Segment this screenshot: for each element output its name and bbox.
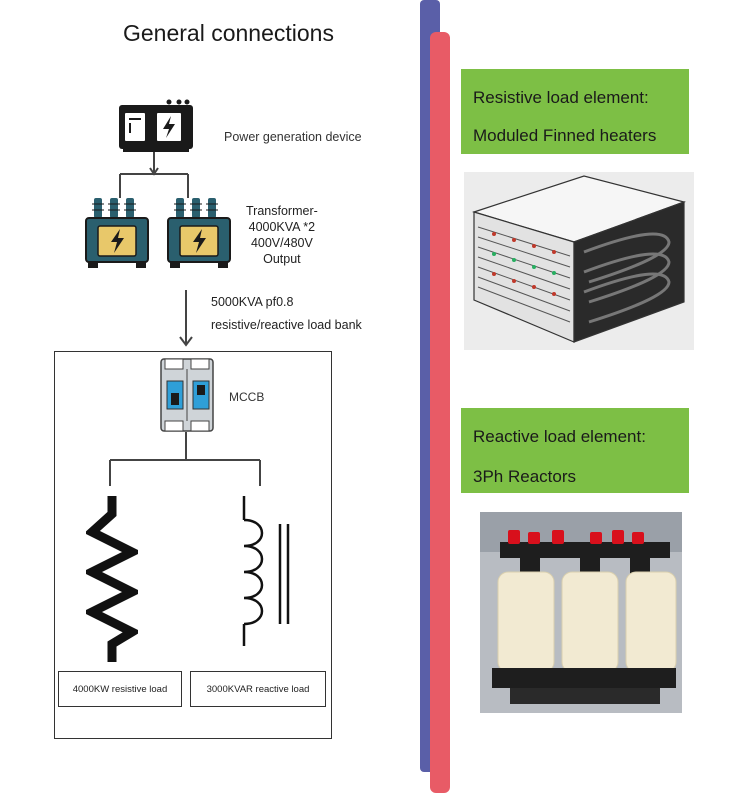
load-bank-label: 5000KVA pf0.8 resistive/reactive load ba… xyxy=(211,291,362,337)
reactive-element-title: Reactive load element: xyxy=(473,427,646,446)
load-bank-enclosure xyxy=(54,351,332,739)
transformer-label-line: Output xyxy=(263,252,301,266)
finned-heater-image xyxy=(464,172,694,350)
reactive-element-box: Reactive load element: 3Ph Reactors xyxy=(461,408,689,493)
generator-connector xyxy=(119,152,189,198)
reactive-load-box: 3000KVAR reactive load xyxy=(190,671,326,707)
page-title: General connections xyxy=(123,20,334,46)
transformer-label: Transformer- 4000KVA *2 400V/480V Output xyxy=(246,203,318,267)
generator-label: Power generation device xyxy=(224,130,362,144)
resistive-element-title: Resistive load element: xyxy=(473,88,649,107)
divider-bar-red xyxy=(430,32,450,793)
transformer-label-line: Transformer- xyxy=(246,204,318,218)
transformer-label-line: 400V/480V xyxy=(250,236,313,250)
load-bank-type: resistive/reactive load bank xyxy=(211,318,362,332)
mccb-label: MCCB xyxy=(229,390,265,404)
down-arrow xyxy=(179,290,193,347)
generator-icon xyxy=(119,99,193,152)
load-bank-rating: 5000KVA pf0.8 xyxy=(211,295,294,309)
reactive-element-name: 3Ph Reactors xyxy=(473,467,576,486)
circuit-breaker-icon xyxy=(160,358,214,432)
reactor-image xyxy=(480,512,682,713)
resistive-element-box: Resistive load element: Moduled Finned h… xyxy=(461,69,689,154)
resistive-element-name: Moduled Finned heaters xyxy=(473,126,657,145)
load-bus xyxy=(109,432,261,486)
inductor-icon xyxy=(242,496,290,646)
resistive-load-box: 4000KW resistive load xyxy=(58,671,182,707)
transformer-icon xyxy=(85,198,149,268)
transformer-icon xyxy=(167,198,231,268)
transformer-label-line: 4000KVA *2 xyxy=(248,220,316,234)
resistor-icon xyxy=(86,496,138,662)
